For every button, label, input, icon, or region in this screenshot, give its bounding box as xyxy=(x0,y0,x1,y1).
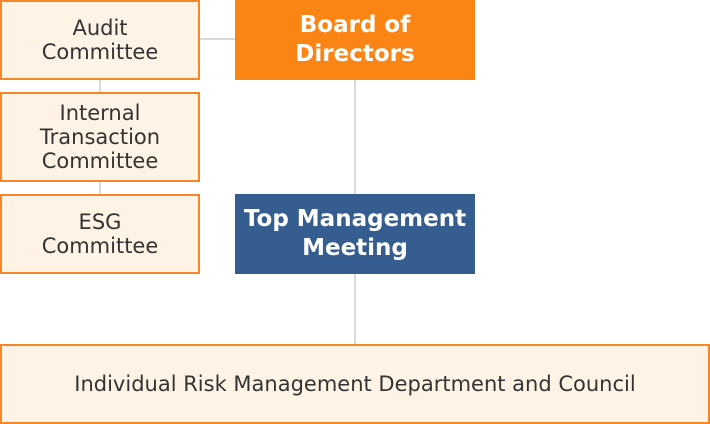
audit-committee-label: Audit Committee xyxy=(41,15,159,64)
connector-board-to-top xyxy=(354,78,356,194)
esg-committee-label: ESG Committee xyxy=(41,209,159,258)
audit-committee-box: Audit Committee xyxy=(0,0,200,80)
esg-committee-box: ESG Committee xyxy=(0,194,200,274)
board-of-directors-label: Board of Directors xyxy=(295,12,415,67)
connector-audit-to-board xyxy=(199,38,236,40)
internal-transaction-committee-box: Internal Transaction Committee xyxy=(0,92,200,182)
risk-management-department-box: Individual Risk Management Department an… xyxy=(0,344,710,424)
internal-transaction-committee-label: Internal Transaction Committee xyxy=(39,100,161,174)
risk-management-department-label: Individual Risk Management Department an… xyxy=(74,371,636,396)
top-management-meeting-label: Top Management Meeting xyxy=(243,206,467,261)
connector-top-to-bottom xyxy=(354,272,356,345)
top-management-meeting-box: Top Management Meeting xyxy=(235,194,475,274)
board-of-directors-box: Board of Directors xyxy=(235,0,475,80)
